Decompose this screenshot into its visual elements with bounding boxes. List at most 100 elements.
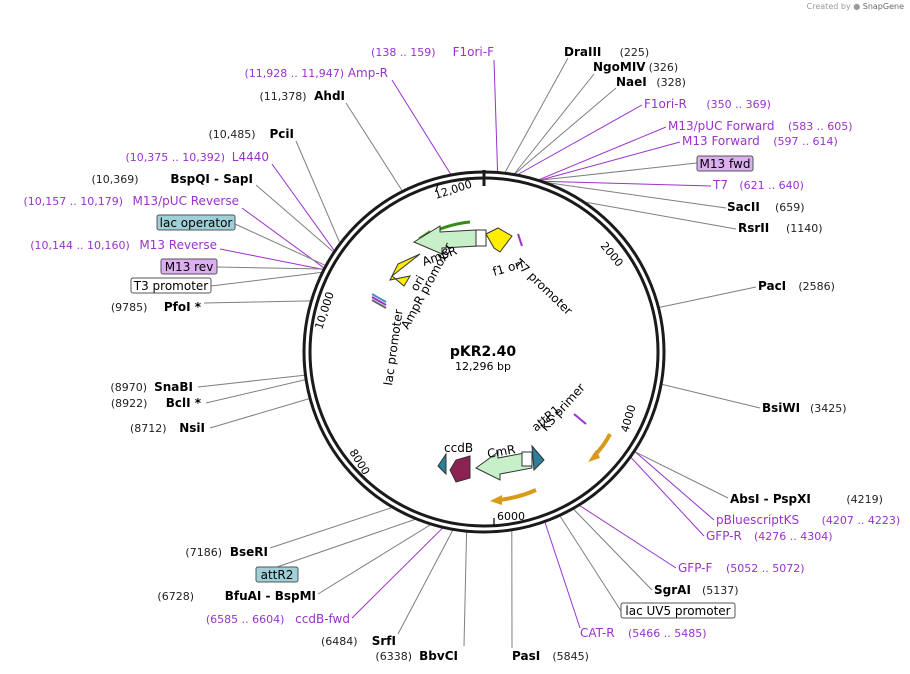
primer-leader (537, 126, 667, 181)
enzyme-coord: (9785) (111, 301, 148, 314)
enzyme-coord: (8712) (130, 422, 167, 435)
feature-box (160, 258, 218, 275)
enzyme-coord: (5137) (702, 584, 739, 597)
enzyme-leader (317, 523, 432, 595)
enzyme-label: BseRI (230, 545, 268, 559)
enzyme-label: SacII (727, 200, 760, 214)
tick-label: 6000 (497, 510, 525, 523)
snapgene-logo-icon: ● (853, 2, 861, 11)
feature-box-label: attR2 (261, 568, 294, 582)
primer-leader (493, 59, 499, 173)
primer-label: M13 Forward (682, 134, 760, 148)
enzyme-label: RsrII (738, 221, 769, 235)
primer-label: F1ori-F (453, 45, 494, 59)
m13rev-mark (371, 296, 387, 306)
primer-leader (351, 526, 444, 619)
primer-label: M13/pUC Forward (668, 119, 775, 133)
primer-label: F1ori-R (644, 97, 687, 111)
primer-coord: (597 .. 614) (773, 135, 838, 148)
feature-box (130, 277, 212, 294)
primer-coord: (4207 .. 4223) (822, 514, 901, 527)
ori-arrow (389, 253, 421, 287)
enzyme-label: PacI (758, 279, 786, 293)
feature-label-t7-promoter: T7 promoter (511, 255, 575, 318)
feature-box (156, 214, 236, 231)
enzyme-leader (633, 450, 729, 499)
ccdb-arrow (449, 455, 471, 483)
primer-coord: (583 .. 605) (788, 120, 853, 133)
enzyme-label: BbvCI (419, 649, 458, 663)
enzyme-leader (197, 374, 306, 388)
primer-coord: (10,375 .. 10,392) (125, 151, 225, 164)
feature-box-label: T3 promoter (133, 279, 209, 293)
primer-label: T7 (712, 178, 728, 192)
box-leader (559, 515, 622, 612)
enzyme-coord: (2586) (798, 280, 835, 293)
feature-box-label: lac operator (160, 216, 233, 230)
f1-ori-arrow (485, 227, 513, 253)
t3-mark (371, 299, 387, 309)
cmr-arrow (475, 451, 533, 481)
enzyme-leader (295, 140, 341, 244)
primer-leader (544, 521, 581, 629)
enzyme-label: AbsI - PspXI (730, 492, 811, 506)
enzyme-leader (543, 181, 727, 209)
enzyme-leader (582, 201, 737, 230)
primer-coord: (10,157 .. 10,179) (23, 195, 123, 208)
enzyme-coord: (8922) (111, 397, 148, 410)
primer-coord: (11,928 .. 11,947) (244, 67, 344, 80)
primer-coord: (350 .. 369) (706, 98, 771, 111)
primer-label: GFP-R (706, 529, 742, 543)
primer-leader (271, 163, 336, 252)
primer-label: GFP-F (678, 561, 713, 575)
ampr-promoter-box (475, 229, 487, 247)
ampr-arrow (412, 225, 479, 255)
enzyme-coord: (5845) (552, 650, 589, 663)
enzyme-coord: (6728) (157, 590, 194, 603)
enzyme-label: PfoI * (164, 300, 202, 314)
attr2-arrow (437, 452, 447, 476)
enzyme-coord: (225) (620, 46, 650, 59)
primer-coord: (6585 .. 6604) (206, 613, 285, 626)
box-leader (234, 223, 327, 267)
enzyme-coord: (7186) (185, 546, 222, 559)
enzyme-coord: (11,378) (260, 90, 307, 103)
primer-leader (391, 79, 452, 176)
branding-name: SnapGene (862, 2, 904, 11)
primer-leader (540, 180, 712, 187)
primer-leader (219, 248, 324, 271)
enzyme-label: BsiWI (762, 401, 800, 415)
feature-box-label: M13 rev (165, 260, 214, 274)
enzyme-leader (345, 102, 404, 192)
feature-label-lac-promoter: lac promoter (381, 308, 406, 386)
primer-leader (630, 456, 705, 537)
branding-prefix: Created by (806, 2, 851, 11)
feature-box (620, 602, 736, 619)
primer-coord: (5052 .. 5072) (726, 562, 805, 575)
ks-primer-mark (573, 413, 587, 425)
primer-coord: (4276 .. 4304) (754, 530, 833, 543)
primer-label: pBluescriptKS (716, 513, 799, 527)
primer-label: M13/pUC Reverse (133, 194, 240, 208)
lac-operator-mark (371, 293, 387, 303)
primer-leader (633, 450, 715, 521)
enzyme-coord: (6484) (321, 635, 358, 648)
feature-label-ori: ori (407, 273, 427, 294)
enzyme-leader (513, 73, 595, 175)
enzyme-label: SnaBI (154, 380, 193, 394)
feature-box (255, 566, 299, 583)
enzyme-label: DraIII (564, 45, 601, 59)
primer-coord: (5466 .. 5485) (628, 627, 707, 640)
enzyme-coord: (10,369) (92, 173, 139, 186)
box-leader (538, 162, 698, 181)
primer-label: Amp-R (348, 66, 388, 80)
inner-features (389, 220, 612, 505)
enzyme-coord: (1140) (786, 222, 823, 235)
enzyme-coord: (8970) (110, 381, 147, 394)
backbone (302, 170, 666, 534)
feature-label-ks-primer: KS primer (538, 381, 588, 434)
tick-mark (435, 183, 439, 192)
f1ori-mark (517, 233, 523, 247)
